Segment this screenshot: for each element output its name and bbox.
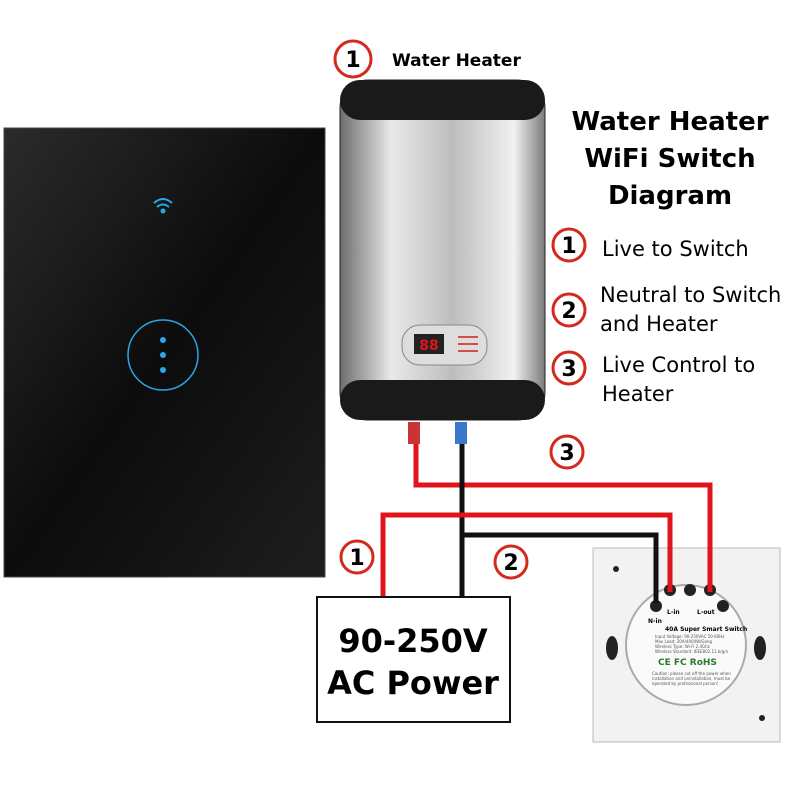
svg-text:2: 2	[561, 299, 576, 324]
wire-labels: 3 1 2	[339, 434, 585, 580]
svg-text:Max Load: 20A/4000W/Gang: Max Load: 20A/4000W/Gang	[655, 639, 712, 644]
svg-text:1: 1	[561, 234, 576, 259]
svg-text:Live to Switch: Live to Switch	[602, 237, 749, 261]
live-wire	[380, 512, 673, 600]
svg-text:Diagram: Diagram	[608, 181, 732, 211]
svg-text:2: 2	[503, 551, 518, 576]
svg-text:90-250V: 90-250V	[338, 622, 488, 660]
svg-text:Live Control to: Live Control to	[602, 353, 755, 377]
svg-text:1: 1	[349, 546, 364, 571]
heater-display: 88	[419, 338, 438, 354]
svg-text:operated by professional perso: operated by professional person!	[652, 681, 718, 686]
switch-back-module: N-in L-in L-out 40A Super Smart Switch I…	[592, 547, 781, 743]
svg-text:WiFi Switch: WiFi Switch	[584, 144, 755, 174]
svg-text:CE FC RoHS: CE FC RoHS	[658, 658, 717, 668]
svg-text:L-out: L-out	[697, 609, 715, 616]
svg-text:40A Super Smart Switch: 40A Super Smart Switch	[665, 626, 747, 633]
switch-front-panel	[3, 127, 326, 578]
svg-text:Wireless Standard: IEEE802.11: Wireless Standard: IEEE802.11 b/g/n	[655, 649, 729, 654]
svg-text:Heater: Heater	[602, 382, 674, 406]
svg-text:Water Heater: Water Heater	[392, 51, 521, 71]
svg-text:Caution: please cut off the po: Caution: please cut off the power when	[652, 671, 731, 676]
svg-text:3: 3	[559, 441, 574, 466]
svg-text:Water Heater: Water Heater	[571, 107, 768, 137]
svg-text:Neutral to Switch: Neutral to Switch	[600, 283, 781, 307]
svg-text:AC Power: AC Power	[327, 664, 499, 702]
diagram-title: Water Heater WiFi Switch Diagram	[571, 107, 768, 211]
ac-power-box: 90-250V AC Power	[316, 596, 511, 723]
svg-text:and Heater: and Heater	[600, 312, 718, 336]
touch-button[interactable]	[127, 319, 199, 391]
live-control-wire	[413, 444, 713, 592]
wifi-icon	[153, 198, 173, 214]
svg-text:1: 1	[345, 48, 360, 73]
legend: 1 Live to Switch 2 Neutral to Switch and…	[551, 227, 781, 406]
heater-label: 1 Water Heater	[333, 39, 521, 79]
svg-text:N-in: N-in	[648, 618, 662, 625]
svg-text:Input Voltage: 90-250VAC 50-60: Input Voltage: 90-250VAC 50-60Hz	[655, 634, 724, 639]
svg-text:installation and uninstallatio: installation and uninstallation, must be	[652, 676, 731, 681]
svg-text:L-in: L-in	[667, 609, 680, 616]
neutral-wire-switch	[462, 532, 659, 603]
water-heater: 88	[339, 79, 546, 444]
wires	[380, 444, 713, 603]
svg-text:3: 3	[561, 357, 576, 382]
svg-text:Wireless Type: Wi-Fi 2.4Ghz: Wireless Type: Wi-Fi 2.4Ghz	[655, 644, 710, 649]
